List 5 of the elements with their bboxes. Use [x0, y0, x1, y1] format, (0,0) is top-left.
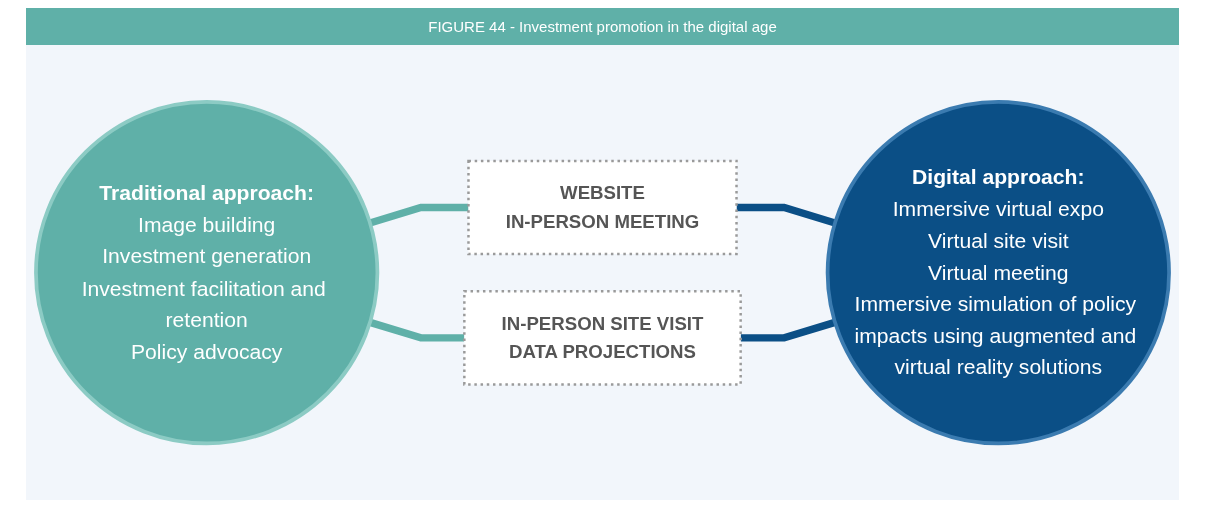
node-box: IN-PERSON SITE VISIT DATA PROJECTIONS [463, 289, 742, 386]
figure-title: FIGURE 44 - Investment promotion in the digital age [26, 8, 1179, 45]
node-circle: Digital approach: Immersive virtual expo Virtual site visit Virtual meeting Immersive simulation of policy impacts using augmented and virtual reality solutions [825, 99, 1171, 446]
node-box: WEBSITE IN-PERSON MEETING [467, 159, 738, 256]
node-circle: Traditional approach: Image building Investment generation Investment facilitation and retention Policy advocacy [34, 99, 380, 446]
